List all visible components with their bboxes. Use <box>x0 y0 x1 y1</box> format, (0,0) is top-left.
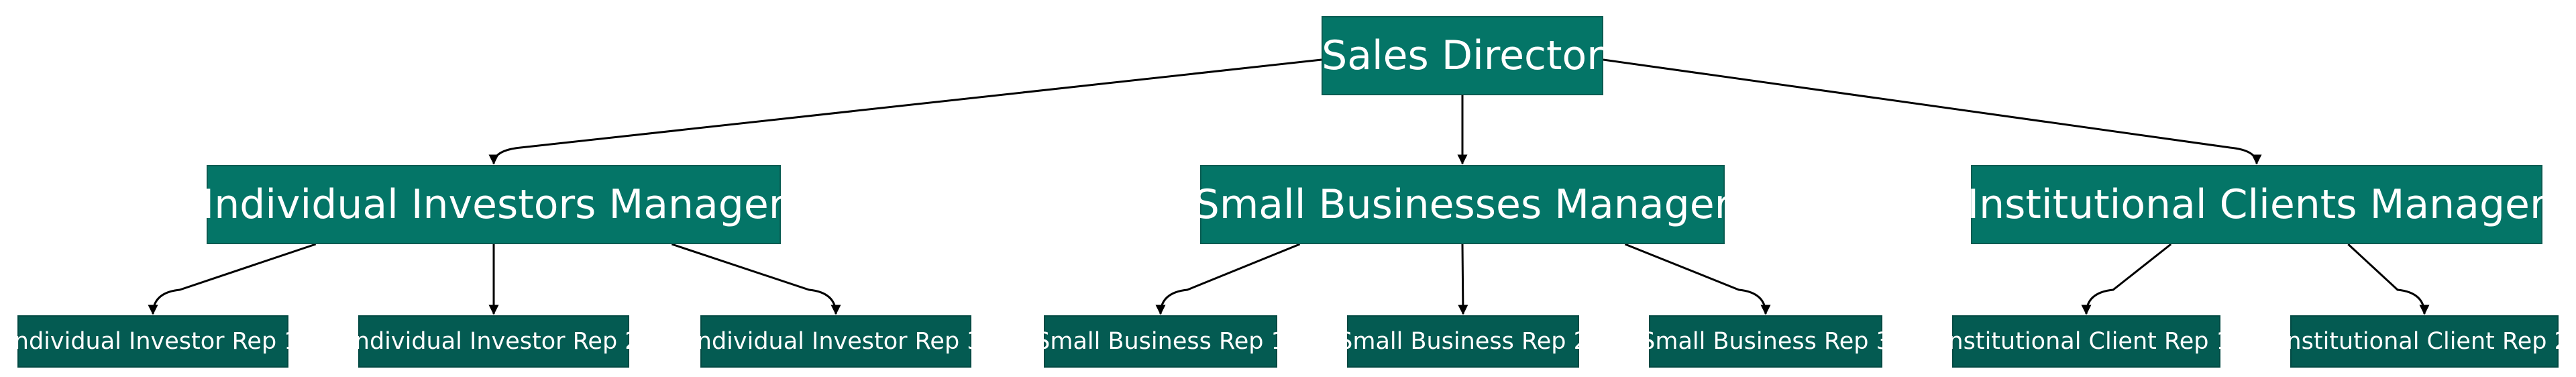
node-small-business-rep-2: Small Business Rep 2 <box>1338 315 1589 368</box>
node-individual-investor-rep-2: Individual Investor Rep 2 <box>347 315 640 368</box>
node-individual-investor-rep-1: Individual Investor Rep 1 <box>7 315 299 368</box>
edge-director-to-individual <box>488 58 1322 165</box>
edge-institutional-to-rep-2 <box>2347 243 2430 315</box>
edge-small-business-to-rep-2 <box>1458 244 1468 315</box>
edge-director-to-institutional <box>1603 58 2262 165</box>
node-individual-investors-manager: Individual Investors Manager <box>203 165 785 244</box>
node-institutional-client-rep-1: Institutional Client Rep 1 <box>1941 315 2231 368</box>
edge-individual-to-rep-1 <box>148 243 317 315</box>
edge-institutional-to-rep-1 <box>2081 243 2172 315</box>
node-sales-director: Sales Director <box>1322 16 1603 95</box>
edge-small-business-to-rep-3 <box>1624 243 1771 315</box>
node-small-business-rep-1: Small Business Rep 1 <box>1035 315 1286 368</box>
edge-individual-to-rep-3 <box>671 243 841 315</box>
node-small-businesses-manager: Small Businesses Manager <box>1194 165 1731 244</box>
edge-small-business-to-rep-1 <box>1155 243 1301 315</box>
node-institutional-clients-manager: Institutional Clients Manager <box>1967 165 2546 244</box>
node-institutional-client-rep-2: Institutional Client Rep 2 <box>2279 315 2569 368</box>
node-individual-investor-rep-3: Individual Investor Rep 3 <box>690 315 982 368</box>
node-small-business-rep-3: Small Business Rep 3 <box>1640 315 1891 368</box>
